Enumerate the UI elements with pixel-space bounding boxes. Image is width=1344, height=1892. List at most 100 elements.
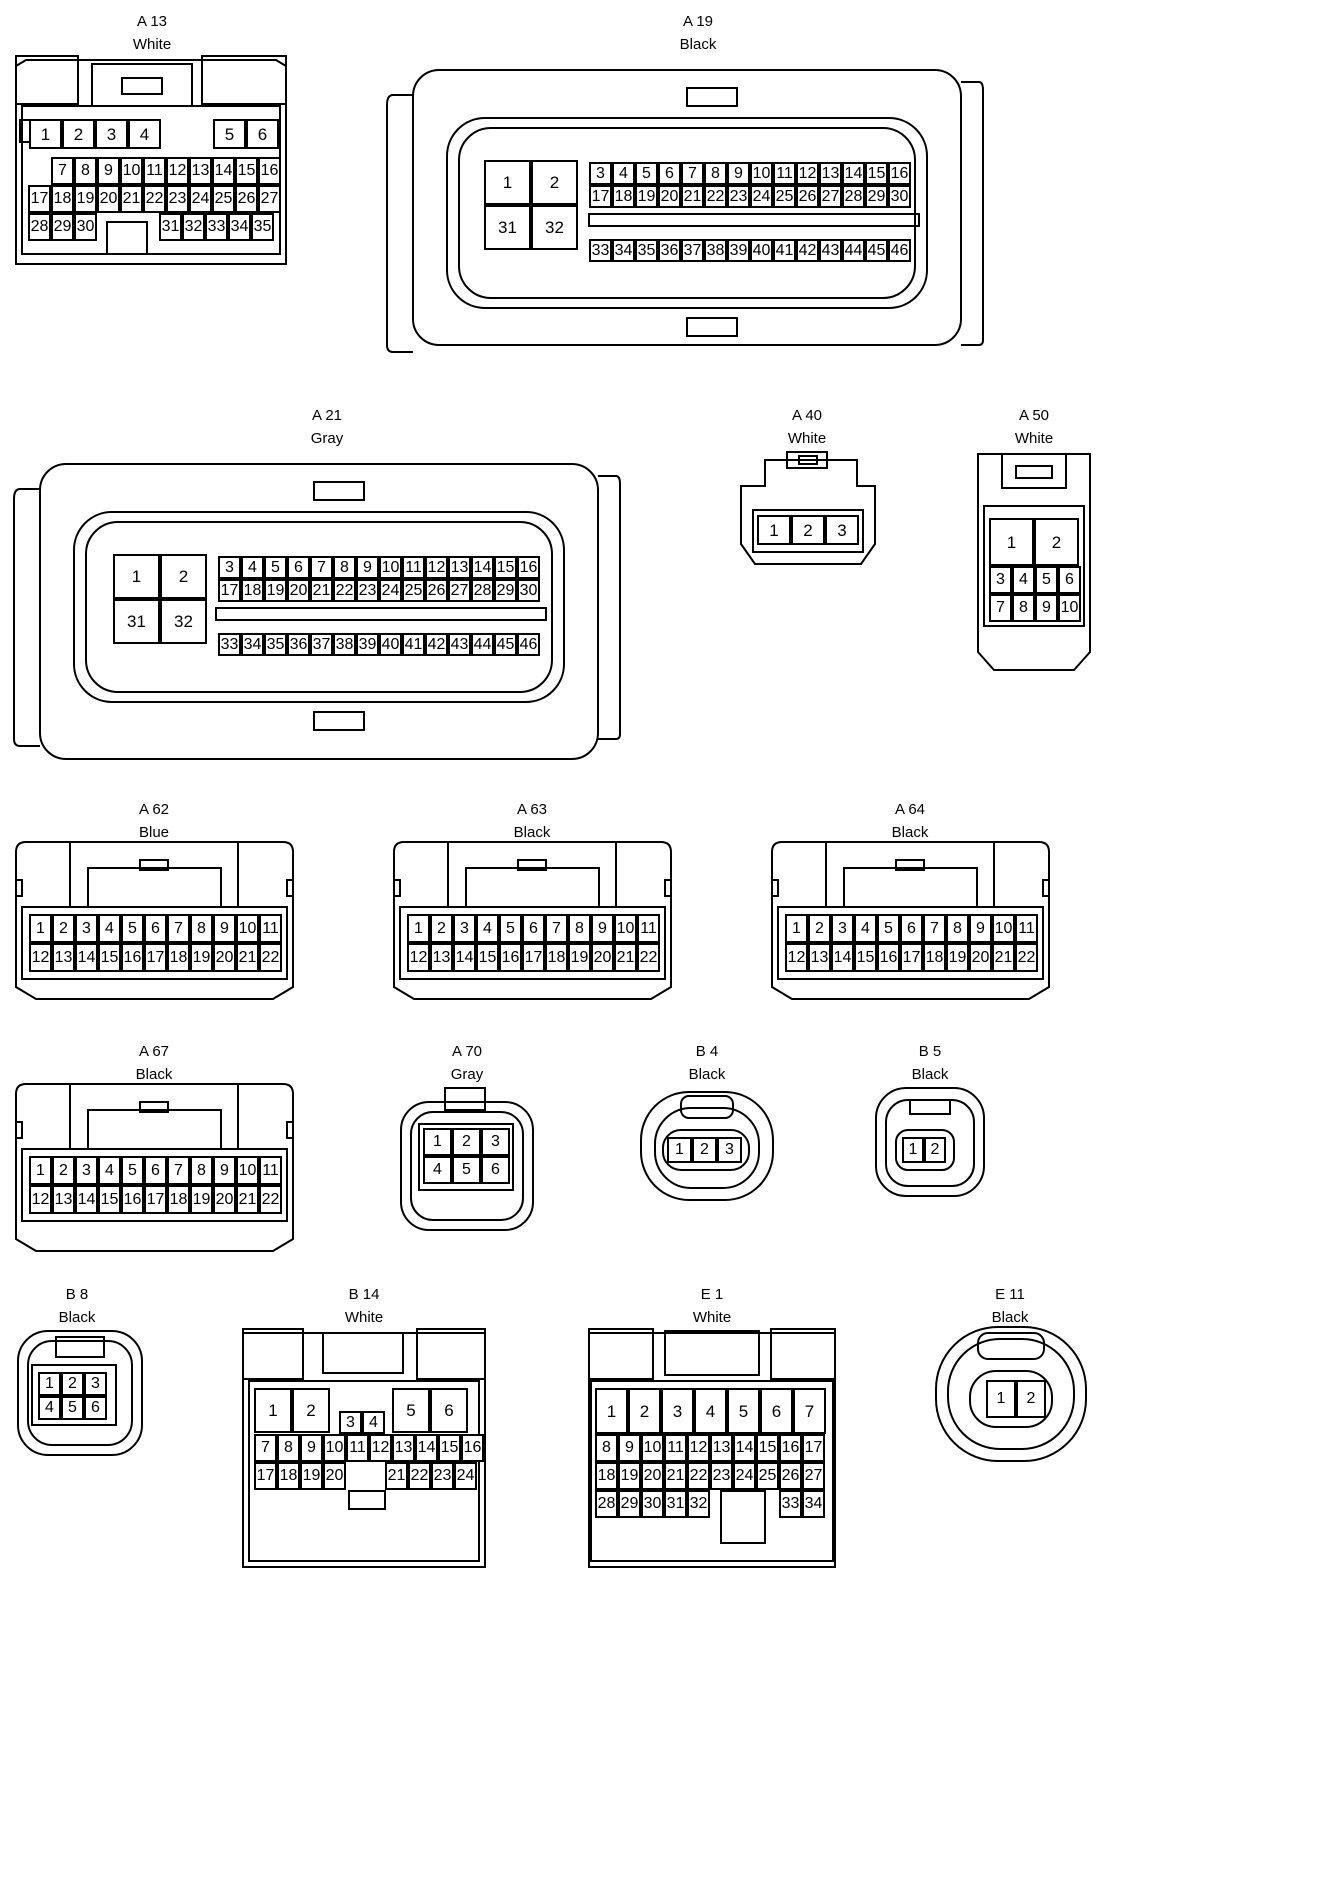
housing-outline [393,841,672,1000]
pin-cell: 15 [98,943,121,972]
pin-cell: 21 [664,1462,687,1490]
connector-code: B 4 [695,1043,719,1060]
housing-outline [517,859,547,871]
housing-outline [664,1330,760,1376]
connector-housing [740,451,876,565]
pin-cell: 36 [658,239,681,262]
pin-cell: 42 [796,239,819,262]
pin-cell: 7 [989,594,1012,622]
pin-cell: 7 [923,914,946,943]
housing-outline [740,459,876,565]
pin-cell: 34 [228,213,251,241]
pin-cell: 7 [254,1434,277,1462]
pin-cell: 8 [1012,594,1035,622]
housing-outline [201,55,287,105]
pin-cell: 45 [865,239,888,262]
pin-cell: 32 [182,213,205,241]
pin-cell: 12 [407,943,430,972]
pin-cell: 15 [98,1185,121,1214]
pin-cell: 19 [74,185,97,213]
connector-color: Black [135,1066,173,1083]
housing-outline [875,1087,985,1197]
housing-outline [412,69,962,346]
connector-color: Black [991,1309,1029,1326]
pin-cell: 26 [235,185,258,213]
pin-cell: 21 [120,185,143,213]
pin-cell: 14 [75,1185,98,1214]
pin-cell: 17 [144,943,167,972]
housing-outline [69,841,239,908]
pin-cell: 43 [819,239,842,262]
pin-cell: 17 [218,579,241,602]
housing-outline [770,1328,836,1380]
pin-cell: 17 [254,1462,277,1490]
pin-cell: 1 [423,1128,452,1156]
pin-cell: 19 [264,579,287,602]
connector-housing [15,55,287,265]
pin-cell: 10 [992,914,1015,943]
pin-cell: 11 [143,157,166,185]
pin-cell: 8 [277,1434,300,1462]
pin-cell: 25 [212,185,235,213]
housing-outline [895,1129,955,1171]
housing-outline [13,488,40,747]
pin-cell: 17 [144,1185,167,1214]
pin-cell: 2 [292,1388,330,1433]
pin-cell: 3 [825,515,859,545]
pin-cell: 10 [236,914,259,943]
pin-cell: 10 [614,914,637,943]
pin-cell: 24 [733,1462,756,1490]
pin-cell: 11 [402,556,425,579]
pin-cell: 13 [392,1434,415,1462]
pin-cell: 3 [831,914,854,943]
housing-outline [106,221,148,255]
pin-cell: 43 [448,633,471,656]
pin-cell: 1 [902,1137,924,1163]
pin-cell: 16 [499,943,522,972]
pin-cell: 10 [1058,594,1081,622]
pin-cell: 34 [612,239,635,262]
pin-cell: 19 [568,943,591,972]
pin-cell: 14 [453,943,476,972]
pin-cell: 1 [595,1388,628,1434]
pin-cell: 10 [120,157,143,185]
pin-cell: 23 [431,1462,454,1490]
pin-cell: 20 [213,943,236,972]
pin-cell: 26 [779,1462,802,1490]
pin-cell: 25 [402,579,425,602]
pin-cell: 20 [323,1462,346,1490]
connector-color: Blue [138,824,170,841]
pin-cell: 4 [38,1396,61,1420]
pin-cell: 7 [310,556,333,579]
pin-cell: 8 [333,556,356,579]
pin-cell: 34 [241,633,264,656]
pin-cell: 34 [802,1490,825,1518]
pin-cell: 19 [635,185,658,208]
pin-cell: 46 [517,633,540,656]
connector-color: White [692,1309,732,1326]
pin-cell: 29 [618,1490,641,1518]
pin-cell: 10 [323,1434,346,1462]
pin-cell: 4 [241,556,264,579]
housing-outline [654,1107,760,1189]
pin-cell: 30 [517,579,540,602]
pin-cell: 8 [595,1434,618,1462]
pin-cell: 3 [75,1156,98,1185]
housing-outline [399,906,666,980]
pin-cell: 6 [287,556,310,579]
pin-cell: 18 [277,1462,300,1490]
housing-outline [947,1338,1075,1450]
pin-cell: 20 [658,185,681,208]
pin-cell: 31 [484,205,531,250]
pin-cell: 2 [628,1388,661,1434]
pin-cell: 18 [545,943,568,972]
pin-cell: 16 [877,943,900,972]
pin-cell: 23 [710,1462,733,1490]
pin-cell: 1 [986,1380,1016,1418]
pin-cell: 9 [591,914,614,943]
